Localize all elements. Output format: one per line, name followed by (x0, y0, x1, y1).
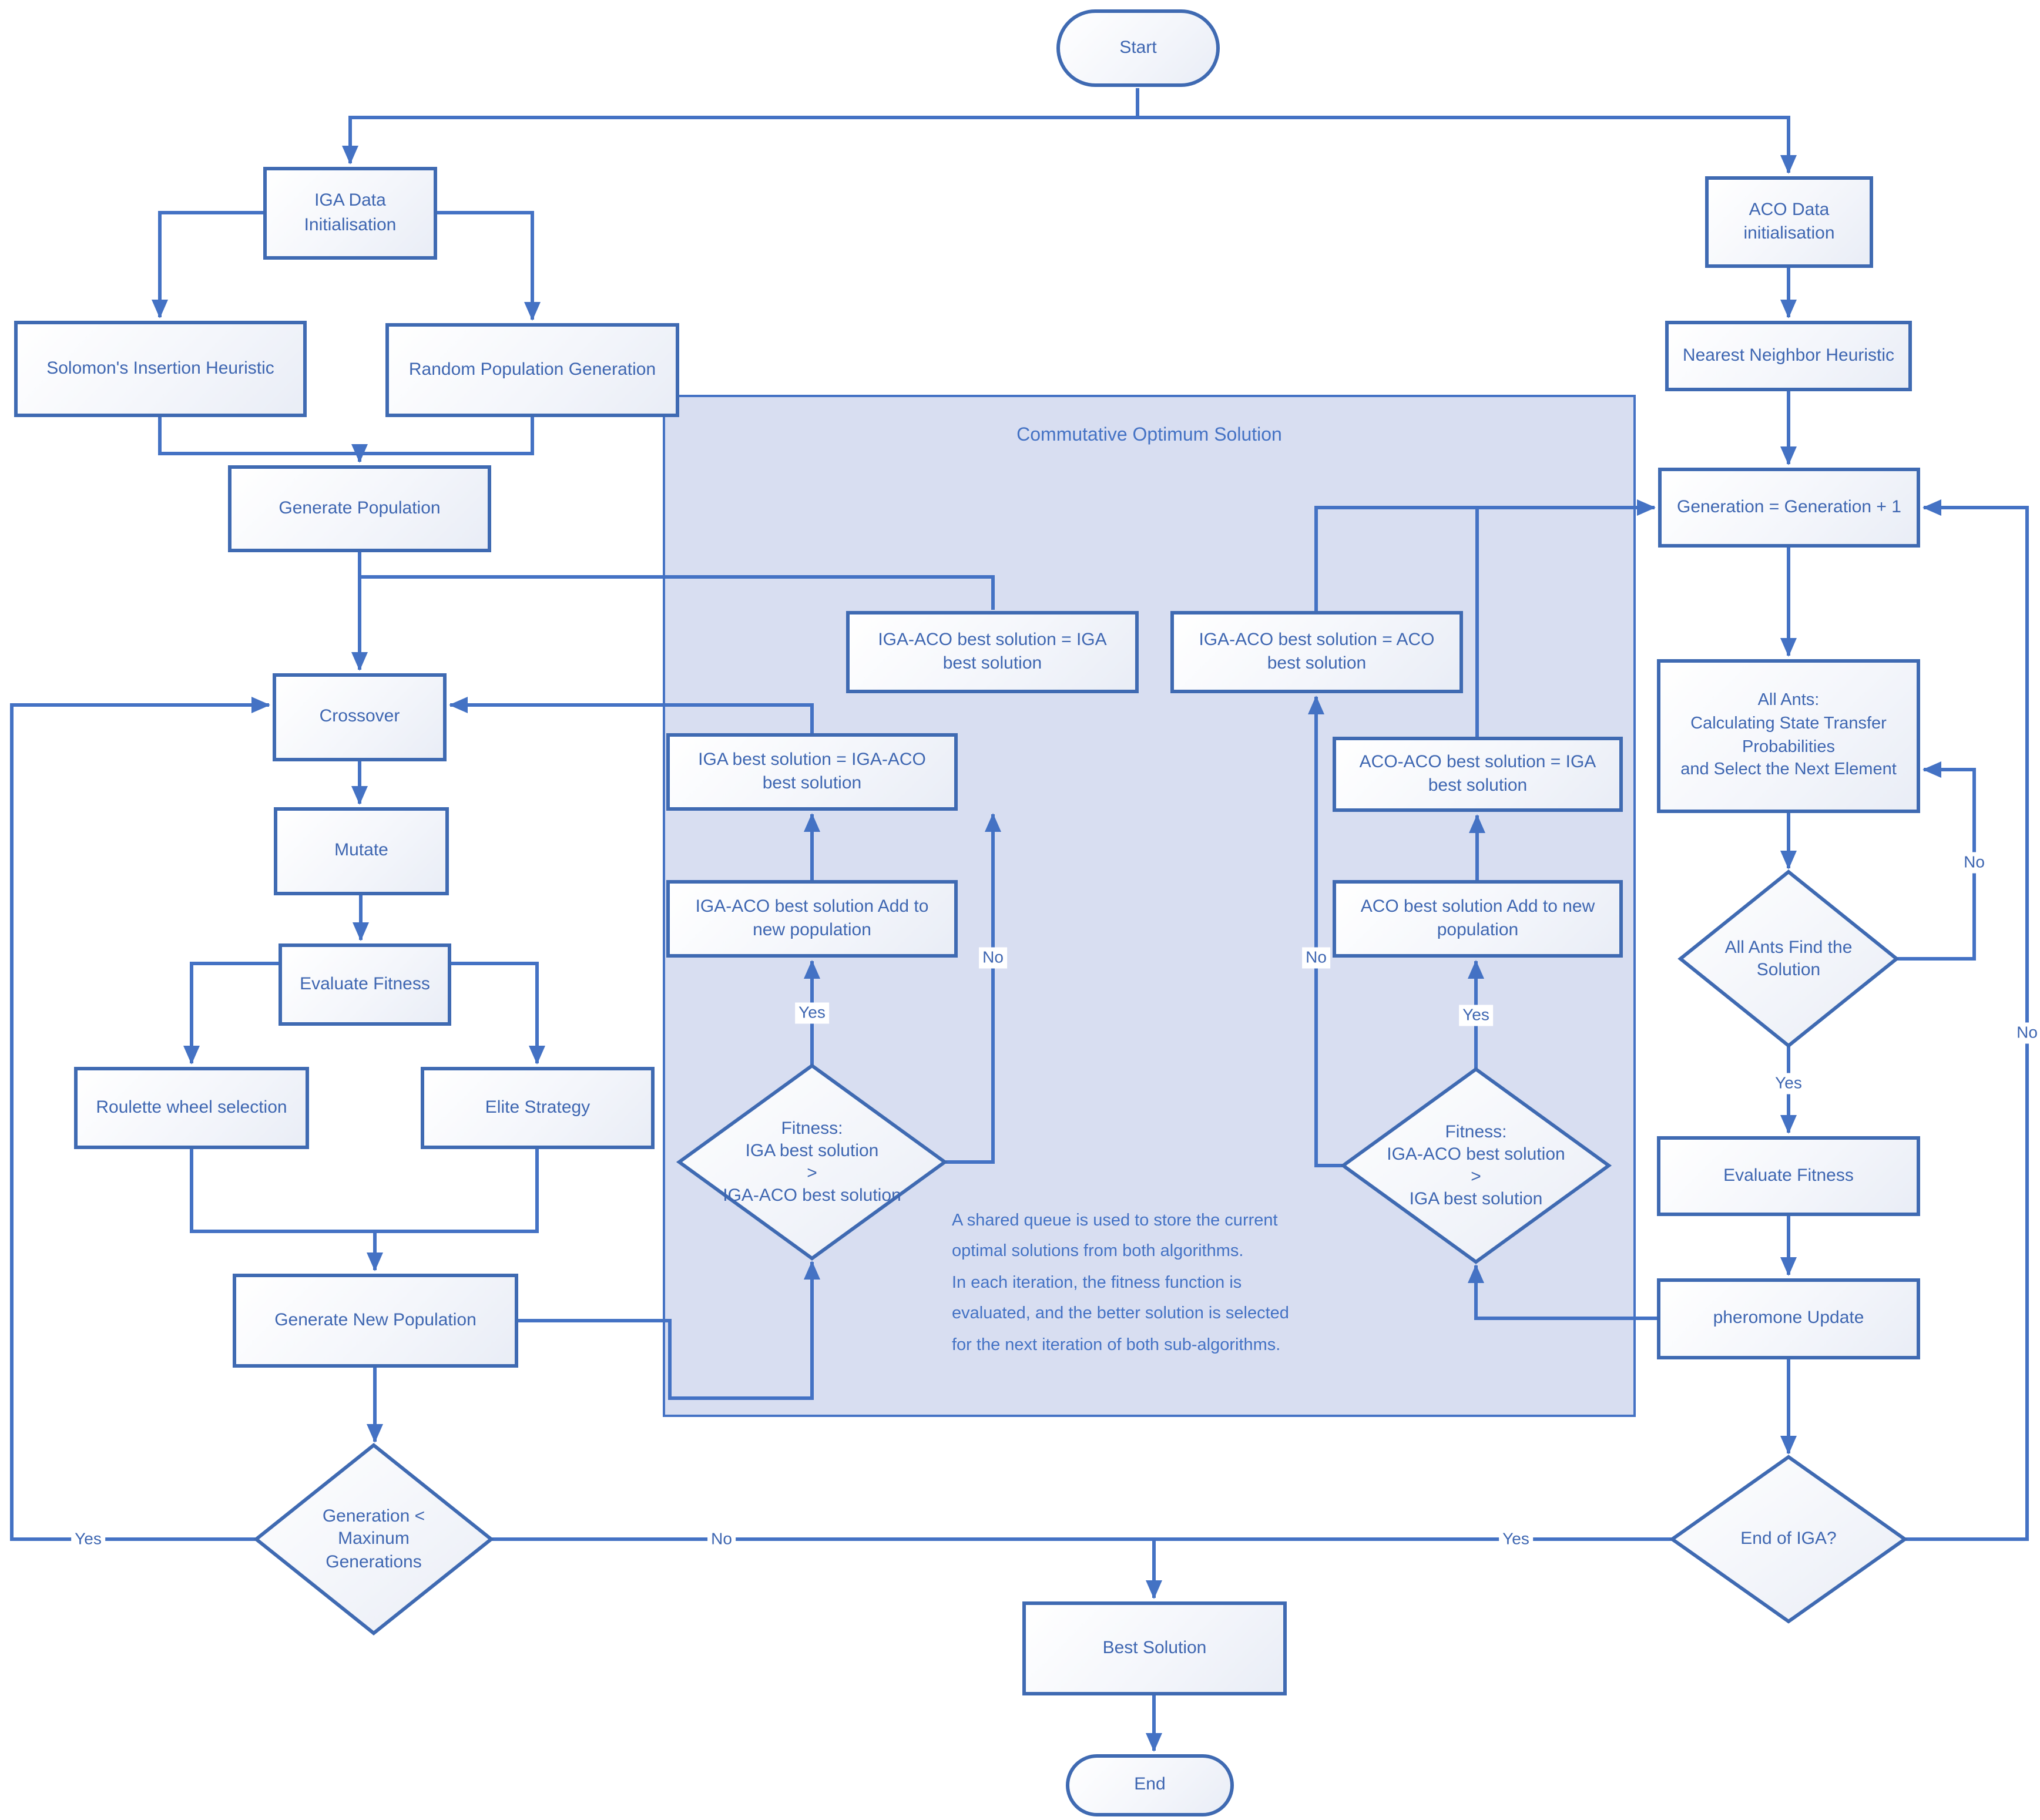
edge-fitnessright-no-to-igaacoeqaco (1308, 696, 1343, 1167)
node-roulette-wheel-selection: Roulette wheel selection (74, 1067, 309, 1149)
edge-igainit-to-random (437, 211, 541, 321)
edge-pheromone-to-fitnessright (1468, 1264, 1657, 1320)
diamond-label-fitness-left: Fitness: IGA best solution > IGA-ACO bes… (723, 1118, 901, 1206)
node-igaaco-eq-aco: IGA-ACO best solution = ACO best solutio… (1170, 611, 1463, 693)
label-no-fitness-left: No (979, 947, 1007, 968)
diamond-label-fitness-right: Fitness: IGA-ACO best solution > IGA bes… (1387, 1121, 1565, 1210)
edge-generatenewpop-to-fitnessleft (518, 1261, 820, 1400)
diamond-fitness-left (676, 1063, 948, 1261)
node-nearest-neighbor-heuristic: Nearest Neighbor Heuristic (1665, 321, 1912, 391)
label-yes-fitness-left: Yes (795, 1002, 829, 1023)
node-generation-increment: Generation = Generation + 1 (1658, 468, 1920, 548)
label-no-fitness-right: No (1302, 947, 1330, 968)
label-no-end-of-iga: No (2013, 1022, 2040, 1043)
edge-generatepop-branch-to-igaacoeqiga (360, 575, 995, 610)
edge-igabesteq-to-crossover (449, 697, 814, 733)
diamond-label-generation-max: Generation < Maxinum Generations (322, 1506, 425, 1572)
diamond-fitness-right (1340, 1067, 1612, 1264)
edge-igainit-to-solomon (152, 211, 263, 318)
diamond-end-of-iga (1669, 1455, 1908, 1624)
node-best-solution: Best Solution (1022, 1601, 1287, 1695)
diamond-label-all-ants-find: All Ants Find the Solution (1724, 937, 1853, 980)
edge-start-to-aco-init (1138, 116, 1797, 174)
node-generate-population: Generate Population (228, 465, 491, 552)
edge-fitnessleft-no-to-igaacoeqiga (945, 813, 1001, 1164)
node-start: Start (1056, 9, 1220, 87)
edge-igaacoeqaco-to-genplus (1314, 499, 1656, 611)
node-elite-strategy: Elite Strategy (421, 1067, 655, 1149)
node-solomons-insertion-heuristic: Solomon's Insertion Heuristic (14, 321, 307, 417)
diamond-label-end-of-iga: End of IGA? (1740, 1529, 1837, 1549)
diamond-all-ants-find (1677, 869, 1900, 1048)
node-pheromone-update: pheromone Update (1657, 1278, 1920, 1359)
node-all-ants-state-transfer: All Ants: Calculating State Transfer Pro… (1657, 659, 1920, 813)
label-yes-generation-max: Yes (71, 1529, 105, 1550)
node-random-population-generation: Random Population Generation (385, 323, 679, 417)
node-evaluate-fitness-iga: Evaluate Fitness (279, 943, 451, 1026)
node-igaaco-add-to-population: IGA-ACO best solution Add to new populat… (666, 880, 958, 958)
edge-genmax-yes-loop (10, 697, 270, 1541)
edge-evaluate-to-elite (451, 962, 545, 1065)
shared-queue-note: A shared queue is used to store the curr… (952, 1211, 1289, 1354)
node-generate-new-population: Generate New Population (233, 1274, 518, 1368)
label-no-all-ants-find: No (1960, 852, 1988, 873)
node-acoaco-eq-iga: ACO-ACO best solution = IGA best solutio… (1333, 737, 1623, 812)
node-igaaco-eq-iga: IGA-ACO best solution = IGA best solutio… (846, 611, 1139, 693)
label-yes-fitness-right: Yes (1459, 1005, 1493, 1026)
edge-roulette-elite-merge (190, 1149, 539, 1233)
node-iga-data-initialisation: IGA Data Initialisation (263, 167, 437, 260)
node-end: End (1066, 1754, 1234, 1816)
edge-evaluate-to-roulette (183, 962, 279, 1065)
label-yes-end-of-iga: Yes (1499, 1529, 1533, 1550)
edge-solomon-random-merge (158, 417, 534, 455)
node-crossover: Crossover (273, 673, 447, 761)
node-iga-best-eq-igaaco: IGA best solution = IGA-ACO best solutio… (666, 733, 958, 811)
edge-start-to-iga-init (342, 88, 1139, 164)
node-mutate: Mutate (274, 807, 449, 895)
node-aco-add-to-population: ACO best solution Add to new population (1333, 880, 1623, 958)
edge-endiga-no-loop (1905, 499, 2029, 1541)
node-aco-data-initialisation: ACO Data initialisation (1705, 176, 1873, 268)
diamond-generation-max (253, 1443, 494, 1636)
panel-title: Commutative Optimum Solution (1016, 425, 1282, 445)
label-yes-all-ants-find: Yes (1771, 1073, 1806, 1094)
node-evaluate-fitness-aco: Evaluate Fitness (1657, 1136, 1920, 1216)
label-no-generation-max: No (707, 1529, 736, 1550)
